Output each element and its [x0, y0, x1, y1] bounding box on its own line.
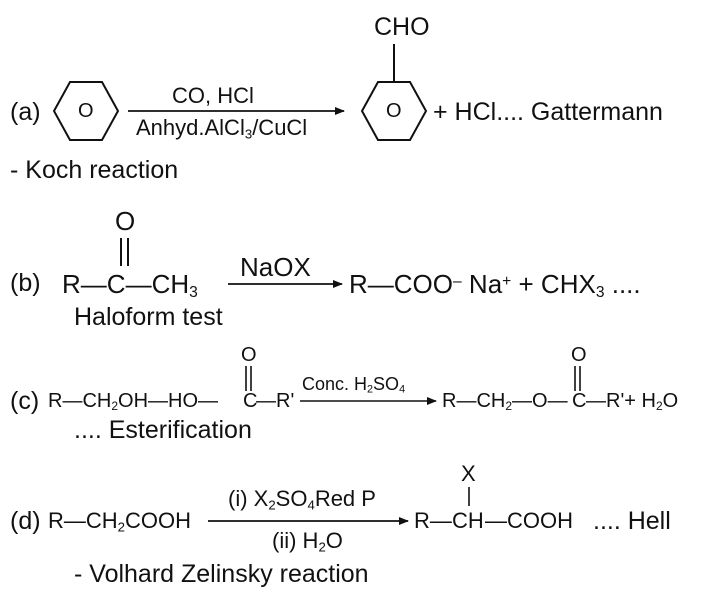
product-d-r: R— — [414, 508, 452, 533]
reaction-name-a: - Koch reaction — [10, 156, 179, 184]
benzene-ring-product — [360, 81, 428, 141]
product-tail-d: .... Hell — [593, 507, 671, 535]
reactant-d: R—CH2COOH — [48, 508, 192, 535]
reaction-name-c: .... Esterification — [74, 416, 252, 444]
reagent-a-bottom: Anhyd.AlCl3/CuCl — [136, 115, 308, 142]
reagent-a-top: CO, HCl — [172, 83, 254, 108]
benzene-ring-reactant — [52, 81, 120, 141]
label-d: (d) — [10, 507, 41, 535]
reagent-d-top: (i) X2SO4Red P — [228, 486, 376, 513]
product-c-start: R—CH2—O— — [442, 390, 568, 413]
product-tail-a: + HCl.... Gattermann — [433, 98, 663, 126]
cho-group: CHO — [374, 13, 430, 41]
reactant-c-r: —R' — [256, 390, 295, 412]
product-d-ch: CH — [452, 508, 484, 533]
product-b: R—COO– Na+ + CHX3 .... — [349, 269, 641, 301]
ring-symbol-reactant: O — [78, 100, 94, 122]
halogen-d: X — [461, 461, 476, 486]
oxygen-b: O — [115, 206, 136, 236]
reagent-b: NaOX — [240, 252, 311, 282]
reactant-b: R—C—CH3 — [62, 269, 198, 301]
carbonyl-c-product: C — [572, 390, 587, 412]
reaction-name-d: - Volhard Zelinsky reaction — [74, 560, 369, 588]
reagent-c: Conc. H2SO4 — [302, 374, 406, 396]
reaction-name-b: Haloform test — [74, 303, 223, 331]
label-a: (a) — [10, 98, 41, 126]
label-c: (c) — [10, 387, 40, 415]
reagent-d-bottom: (ii) H2O — [272, 528, 343, 555]
ring-symbol-product: O — [386, 100, 402, 122]
label-b: (b) — [10, 269, 41, 297]
product-c-end: —R'+ H2O — [586, 390, 679, 413]
oxygen-c-product: O — [571, 344, 587, 366]
carbonyl-c-reactant: C — [243, 390, 258, 412]
oxygen-c-reactant: O — [241, 344, 257, 366]
reactant-c: R—CH2OH—HO— — [48, 390, 219, 413]
product-d-end: —COOH — [485, 508, 573, 533]
